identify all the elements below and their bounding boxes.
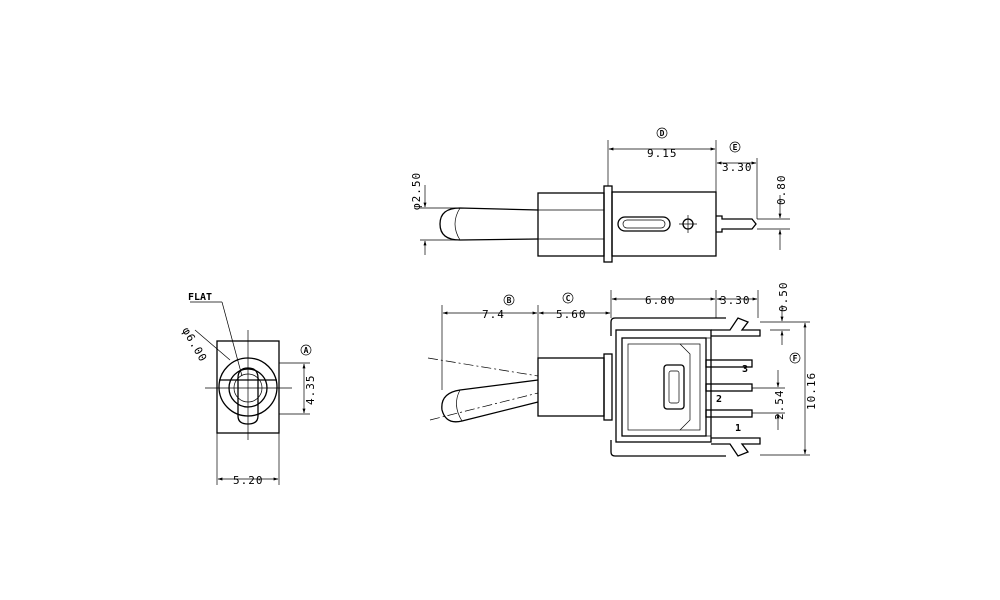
svg-text:D: D (660, 129, 665, 138)
dim-side-right: 3.30 (720, 294, 751, 307)
pin-3-label: 3 (742, 364, 748, 375)
marker-c: C (562, 292, 574, 304)
dim-top-height: 0.80 (775, 175, 788, 206)
marker-f: F (789, 352, 801, 364)
top-view (420, 140, 790, 263)
svg-text:F: F (793, 354, 798, 363)
dim-side-pitch: 2.54 (773, 390, 786, 421)
dim-front-a: 4.35 (304, 375, 317, 406)
dim-top-d: 9.15 (647, 147, 678, 160)
marker-d: D (656, 127, 668, 139)
front-view (190, 301, 310, 485)
marker-e: E (729, 141, 741, 153)
pin-2-label: 2 (716, 394, 722, 405)
marker-a: A (300, 344, 312, 356)
dim-side-top: 0.50 (777, 282, 790, 313)
dim-side-mid: 6.80 (645, 294, 676, 307)
pin-1-label: 1 (735, 423, 741, 434)
svg-text:A: A (304, 346, 309, 355)
dim-side-b: 7.4 (482, 308, 505, 321)
side-view (427, 290, 810, 457)
marker-b: B (503, 294, 515, 306)
svg-text:E: E (733, 143, 738, 152)
svg-text:B: B (507, 296, 512, 305)
dim-top-e: 3.30 (722, 161, 753, 174)
dim-front-width: 5.20 (233, 474, 264, 487)
dim-top-dia: φ2.50 (410, 172, 423, 210)
svg-text:C: C (566, 294, 571, 303)
dim-side-c: 5.60 (556, 308, 587, 321)
dim-front-dia: φ6.00 (179, 325, 209, 365)
dim-side-f: 10.16 (805, 372, 818, 410)
flat-label: FLAT (188, 292, 212, 303)
